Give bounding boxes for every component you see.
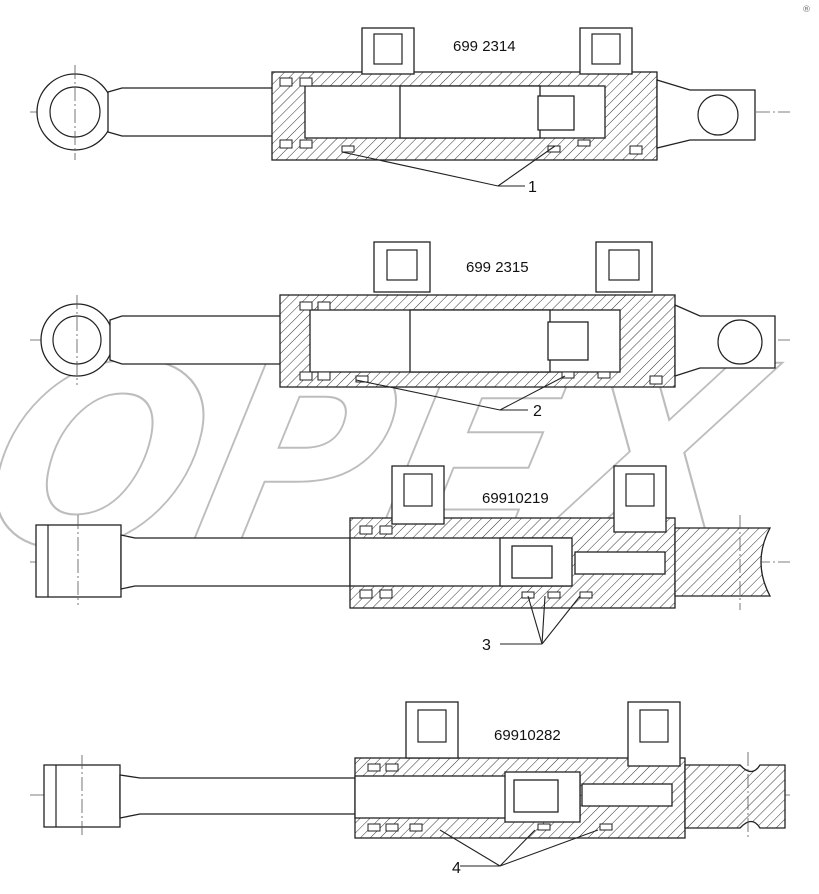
rear-clevis-2: [674, 304, 776, 377]
rod-end-3: [35, 524, 122, 598]
rear-end-4: [684, 764, 786, 829]
cylinder-drawing-1: 699 2314 1: [30, 27, 790, 196]
part-number-2: 699 2315: [466, 259, 529, 276]
rear-clevis-1: [656, 79, 756, 149]
port-4a: [405, 701, 459, 759]
cylinder-drawing-2: 699 2315 2: [30, 241, 790, 420]
port-1b: [579, 27, 633, 75]
callout-1: 1: [528, 179, 537, 196]
callout-4: 4: [452, 860, 461, 877]
port-3b: [613, 465, 667, 533]
callout-2: 2: [533, 403, 542, 420]
port-3a: [391, 465, 445, 525]
cylinder-drawing-3: 69910219 3: [30, 465, 790, 654]
part-number-4: 69910282: [494, 727, 561, 744]
port-4b: [627, 701, 681, 767]
callout-3: 3: [482, 637, 491, 654]
corner-mark: ®: [802, 5, 811, 15]
cylinder-drawing-4: 69910282 4: [30, 701, 790, 877]
part-number-3: 69910219: [482, 490, 549, 507]
rear-end-3: [674, 527, 772, 597]
part-number-1: 699 2314: [453, 38, 516, 55]
port-1a: [361, 27, 415, 75]
